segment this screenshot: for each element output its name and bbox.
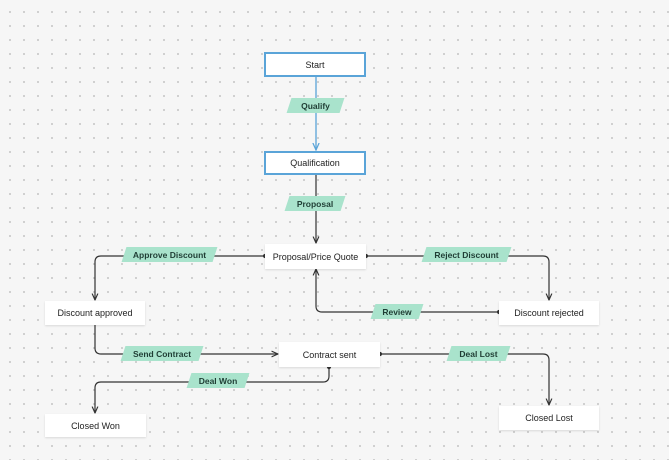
node-closed-won[interactable]: Closed Won — [45, 414, 146, 437]
node-discount-rejected-label: Discount rejected — [514, 308, 584, 318]
edge-send-contract[interactable] — [94, 325, 278, 354]
node-discount-rejected[interactable]: Discount rejected — [499, 301, 599, 325]
edge-label-send-contract[interactable]: Send Contract — [123, 346, 201, 361]
edge-label-review-text: Review — [382, 306, 412, 317]
edge-label-reject-discount-text: Reject Discount — [434, 249, 499, 260]
edge-label-approve-discount[interactable]: Approve Discount — [124, 247, 215, 262]
edge-label-qualify[interactable]: Qualify — [289, 98, 342, 113]
edge-label-proposal-text: Proposal — [296, 198, 334, 209]
edge-label-qualify-text: Qualify — [301, 100, 330, 111]
node-start-label: Start — [305, 59, 325, 70]
edge-label-approve-discount-text: Approve Discount — [132, 249, 207, 260]
node-closed-won-label: Closed Won — [71, 420, 120, 431]
edge-label-deal-won-text: Deal Won — [198, 375, 238, 386]
edge-deal-lost[interactable] — [380, 354, 549, 405]
node-contract-sent[interactable]: Contract sent — [279, 342, 380, 367]
node-discount-approved[interactable]: Discount approved — [45, 301, 145, 325]
node-closed-lost[interactable]: Closed Lost — [499, 406, 599, 430]
edge-label-review[interactable]: Review — [373, 304, 421, 319]
node-qualification-label: Qualification — [290, 158, 340, 168]
edge-label-send-contract-text: Send Contract — [132, 348, 192, 359]
node-proposal-price-quote-label: Proposal/Price Quote — [272, 251, 359, 262]
edge-label-deal-lost[interactable]: Deal Lost — [449, 346, 508, 361]
node-discount-approved-label: Discount approved — [57, 308, 133, 318]
edge-label-reject-discount[interactable]: Reject Discount — [424, 247, 509, 262]
edge-reject-discount[interactable] — [366, 256, 549, 300]
edge-review[interactable] — [316, 269, 499, 312]
edge-label-deal-won[interactable]: Deal Won — [189, 373, 247, 388]
node-closed-lost-label: Closed Lost — [525, 413, 573, 423]
edge-approve-discount[interactable] — [95, 256, 265, 300]
node-start[interactable]: Start — [264, 52, 366, 77]
node-proposal-price-quote[interactable]: Proposal/Price Quote — [265, 244, 366, 269]
edge-label-deal-lost-text: Deal Lost — [459, 348, 498, 359]
node-contract-sent-label: Contract sent — [302, 349, 357, 360]
node-qualification[interactable]: Qualification — [264, 151, 366, 175]
edge-label-proposal[interactable]: Proposal — [287, 196, 343, 211]
